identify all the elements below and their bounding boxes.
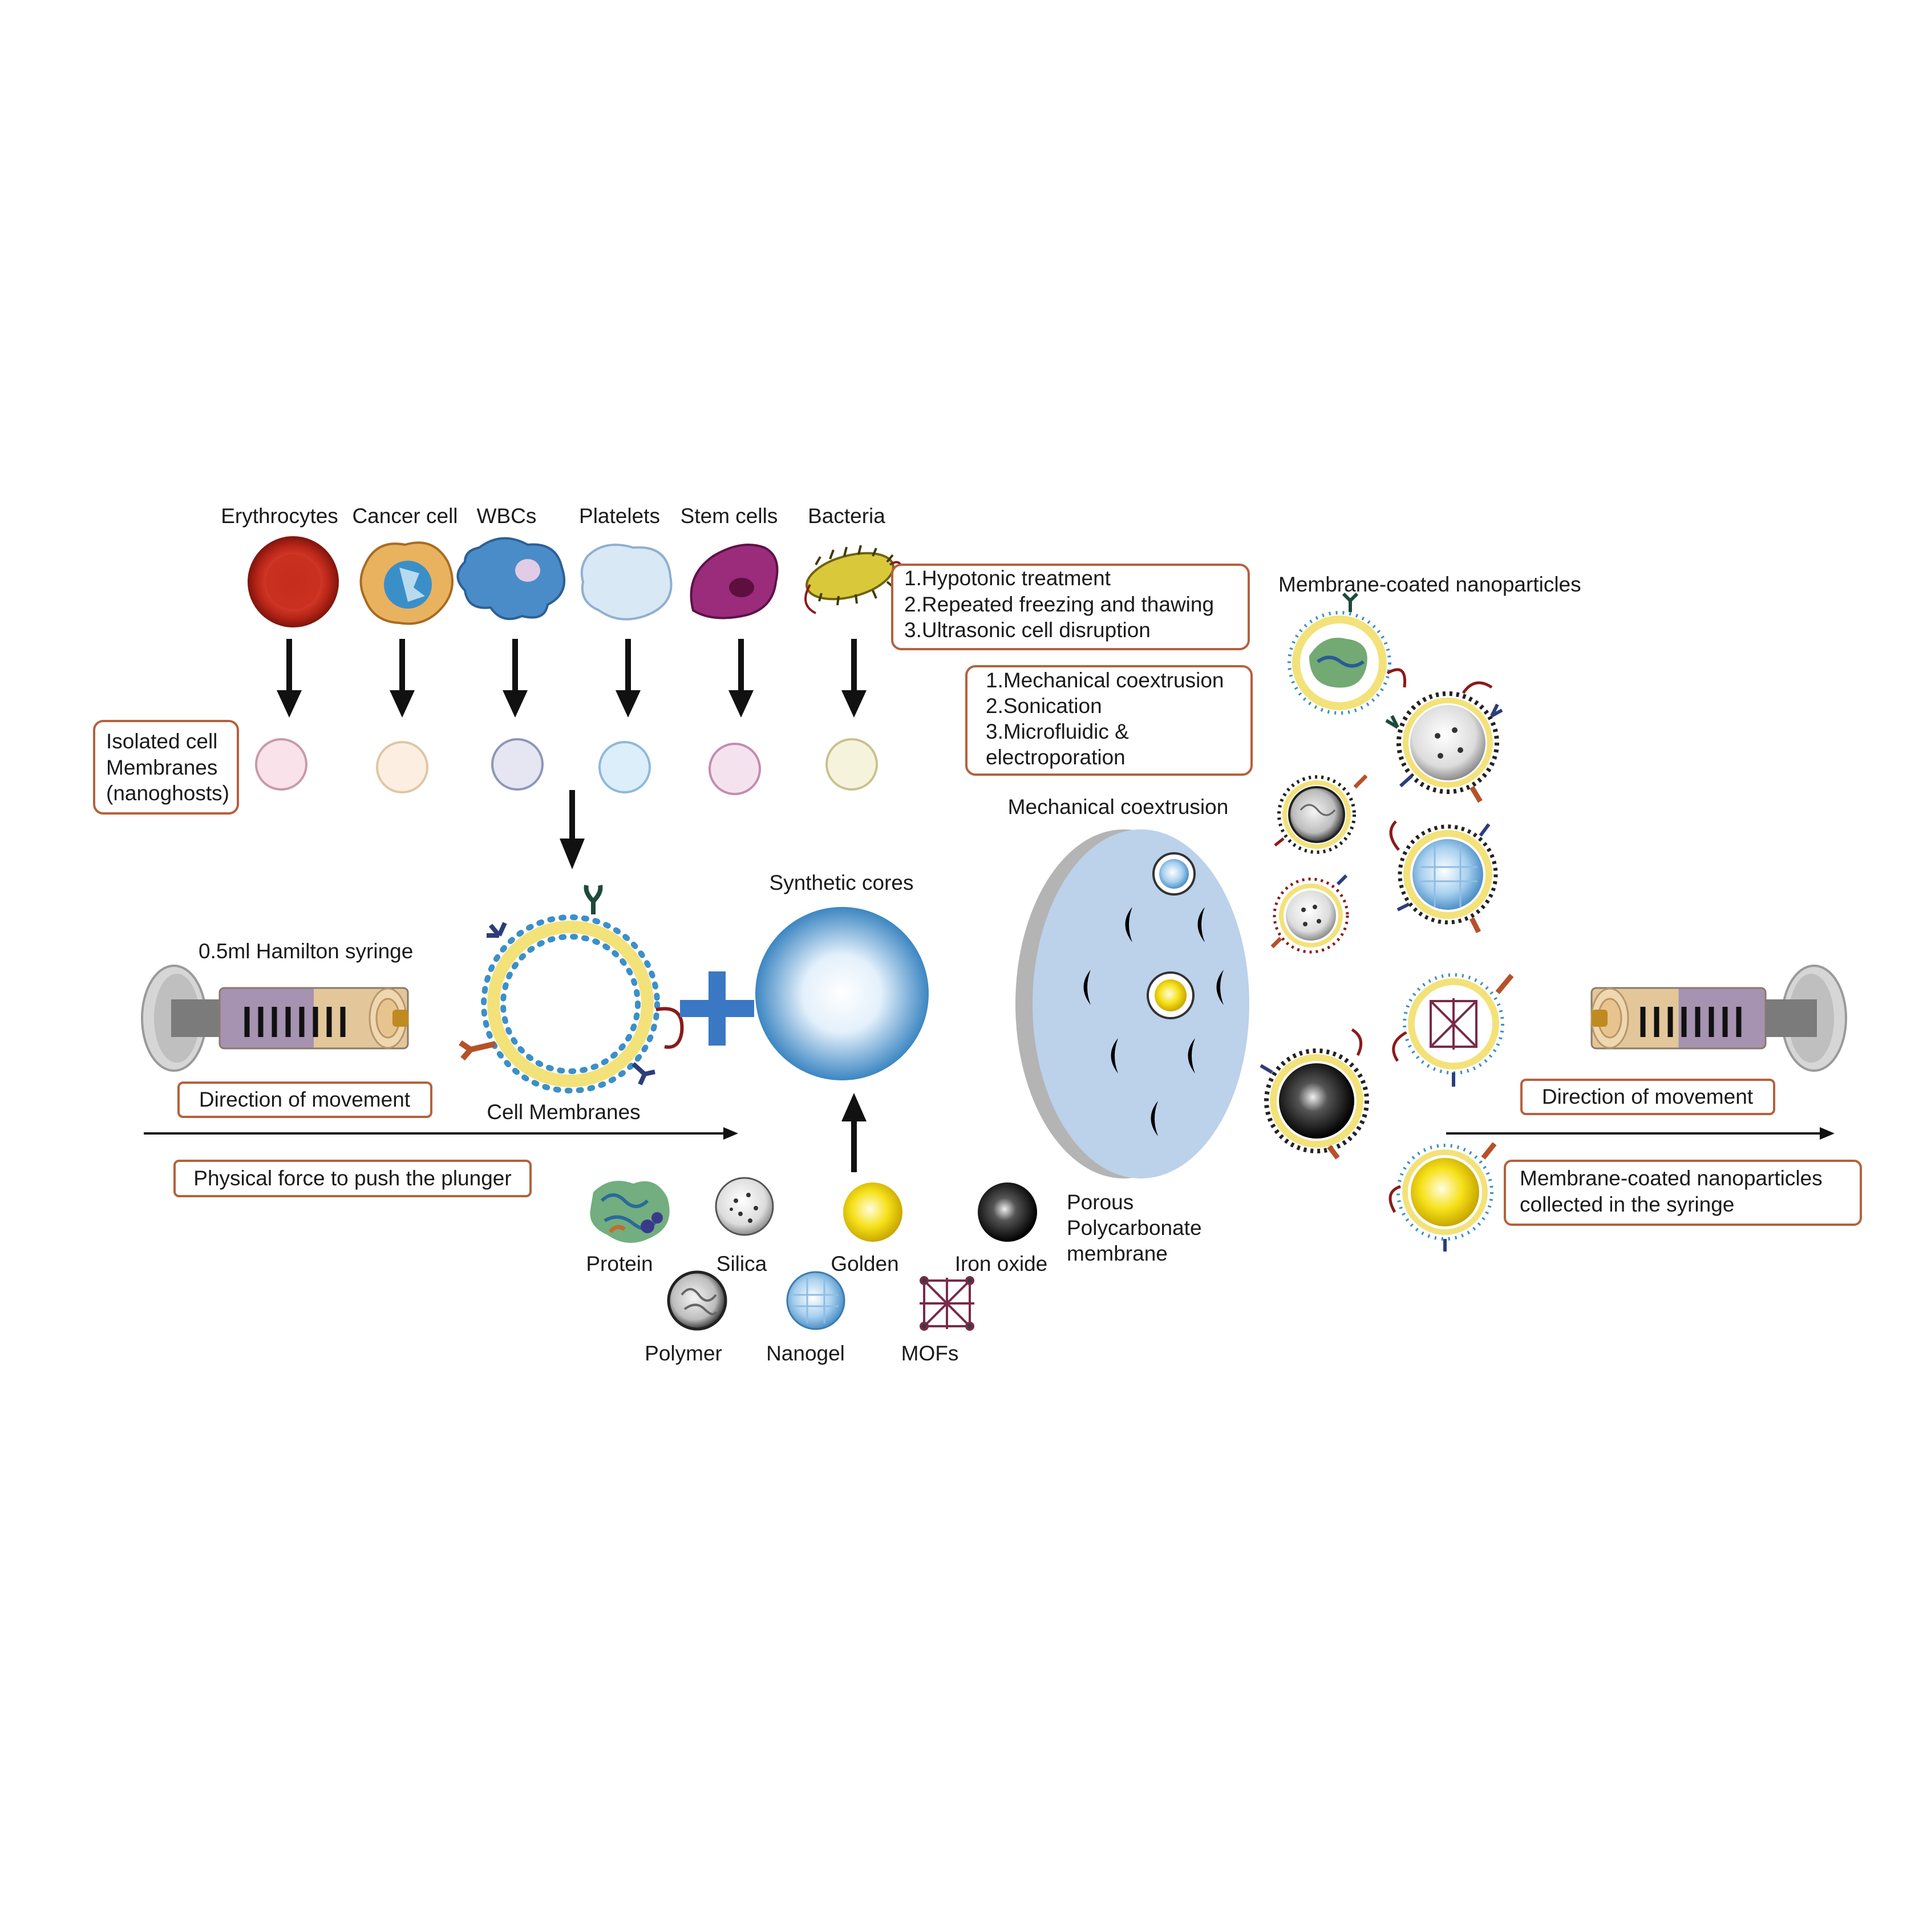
mofs-icon bbox=[920, 1276, 974, 1331]
direction-left-box: Direction of movement bbox=[177, 1082, 432, 1118]
stem-cell-icon bbox=[690, 544, 779, 619]
label-erythrocytes: Erythrocytes bbox=[221, 504, 338, 528]
mechanical-coextrusion-title: Mechanical coextrusion bbox=[1008, 795, 1229, 819]
synthetic-core-sphere bbox=[755, 907, 929, 1080]
right-syringe-icon bbox=[1590, 965, 1847, 1072]
cell-to-ghost-arrows bbox=[277, 639, 867, 718]
syringe-label: 0.5ml Hamilton syringe bbox=[199, 939, 413, 963]
bacteria-icon bbox=[804, 545, 904, 614]
coated-silica-np bbox=[1385, 681, 1503, 803]
membrane-coated-title: Membrane-coated nanoparticles bbox=[1278, 573, 1581, 596]
coating-method-2: 2.Sonication bbox=[986, 694, 1102, 718]
right-flow-arrow bbox=[1446, 1127, 1835, 1140]
direction-right-box: Direction of movement bbox=[1520, 1079, 1775, 1115]
nanoghost-cancer bbox=[376, 741, 428, 793]
coated-iron-oxide-np bbox=[1260, 1028, 1369, 1160]
label-golden: Golden bbox=[831, 1252, 898, 1275]
isolated-label-2: Membranes bbox=[106, 756, 217, 779]
ghost-to-membrane-arrow bbox=[560, 790, 585, 869]
isolation-method-2: 2.Repeated freezing and thawing bbox=[904, 593, 1214, 616]
coated-silica-np-small bbox=[1270, 874, 1349, 954]
nanoghost-wbc bbox=[491, 738, 544, 791]
isolated-membranes-box: Isolated cell Membranes (nanoghosts) bbox=[93, 720, 239, 815]
platelet-icon bbox=[580, 544, 673, 621]
cores-up-arrow bbox=[841, 1093, 867, 1172]
left-syringe-icon bbox=[141, 965, 409, 1072]
protein-icon bbox=[590, 1181, 670, 1243]
iron-oxide-icon bbox=[978, 1182, 1037, 1242]
nanoghost-platelet bbox=[598, 741, 651, 793]
label-silica: Silica bbox=[716, 1252, 767, 1275]
isolation-method-1: 1.Hypotonic treatment bbox=[904, 566, 1111, 590]
synthetic-cores-title: Synthetic cores bbox=[770, 871, 914, 894]
direction-left-label: Direction of movement bbox=[199, 1088, 411, 1111]
porous-label-3: membrane bbox=[1067, 1242, 1168, 1265]
collected-box: Membrane-coated nanoparticles collected … bbox=[1504, 1160, 1862, 1226]
golden-icon bbox=[843, 1182, 902, 1242]
porous-filter-disc bbox=[1015, 829, 1249, 1178]
physical-force-label: Physical force to push the plunger bbox=[193, 1167, 511, 1190]
direction-right-label: Direction of movement bbox=[1542, 1085, 1754, 1108]
coating-methods-box: 1.Mechanical coextrusion 2.Sonication 3.… bbox=[965, 665, 1253, 776]
membrane-coated-nanoparticles bbox=[1260, 592, 1514, 1251]
coated-polymer-np bbox=[1274, 774, 1368, 854]
label-wbcs: WBCs bbox=[477, 504, 537, 528]
cell-sources: Erythrocytes Cancer cell WBCs Platelets … bbox=[221, 504, 904, 627]
collected-label-2: collected in the syringe bbox=[1520, 1193, 1734, 1216]
collected-golden-np bbox=[1388, 1142, 1497, 1251]
erythrocyte-icon bbox=[248, 536, 339, 627]
nanoghost-erythrocyte bbox=[255, 738, 307, 791]
cancer-cell-icon bbox=[359, 541, 454, 625]
coated-nanogel-np bbox=[1389, 820, 1498, 934]
polymer-icon bbox=[667, 1270, 727, 1331]
nanoghosts bbox=[255, 738, 878, 795]
nanoghost-bacteria bbox=[825, 738, 878, 791]
porous-label-1: Porous bbox=[1067, 1190, 1133, 1214]
plus-icon bbox=[680, 971, 754, 1046]
coating-method-3: 3.Microfluidic & bbox=[986, 720, 1129, 743]
collected-label-1: Membrane-coated nanoparticles bbox=[1520, 1167, 1823, 1190]
label-cancer-cell: Cancer cell bbox=[352, 504, 458, 528]
porous-label-2: Polycarbonate bbox=[1067, 1216, 1202, 1240]
isolated-label-3: (nanoghosts) bbox=[106, 781, 229, 805]
cell-membrane-vesicle bbox=[459, 885, 684, 1093]
silica-pores bbox=[730, 1193, 758, 1223]
label-platelets: Platelets bbox=[579, 504, 660, 528]
isolation-methods-box: 1.Hypotonic treatment 2.Repeated freezin… bbox=[891, 564, 1250, 650]
wbc-icon bbox=[456, 537, 566, 620]
label-protein: Protein bbox=[586, 1252, 653, 1275]
isolation-method-3: 3.Ultrasonic cell disruption bbox=[904, 618, 1151, 642]
label-bacteria: Bacteria bbox=[808, 504, 885, 528]
nanoghost-stem bbox=[709, 743, 761, 795]
label-polymer: Polymer bbox=[645, 1342, 722, 1365]
core-types: Protein Silica Golden Iron oxide Polymer… bbox=[586, 1177, 1048, 1365]
label-mofs: MOFs bbox=[901, 1342, 959, 1365]
coating-method-4: electroporation bbox=[986, 746, 1126, 769]
coated-protein-np bbox=[1288, 592, 1407, 715]
label-stem-cells: Stem cells bbox=[681, 504, 778, 528]
left-flow-arrow bbox=[144, 1127, 738, 1140]
coating-method-1: 1.Mechanical coextrusion bbox=[986, 669, 1224, 692]
cell-membranes-label: Cell Membranes bbox=[487, 1100, 640, 1124]
porous-membrane-label: Porous Polycarbonate membrane bbox=[1067, 1190, 1202, 1265]
nanogel-icon bbox=[786, 1271, 845, 1330]
isolated-label-1: Isolated cell bbox=[106, 730, 217, 753]
silica-icon bbox=[715, 1177, 774, 1236]
coated-mof-np bbox=[1392, 973, 1514, 1087]
label-nanogel: Nanogel bbox=[766, 1342, 845, 1365]
physical-force-box: Physical force to push the plunger bbox=[173, 1160, 532, 1197]
label-iron-oxide: Iron oxide bbox=[955, 1252, 1048, 1275]
